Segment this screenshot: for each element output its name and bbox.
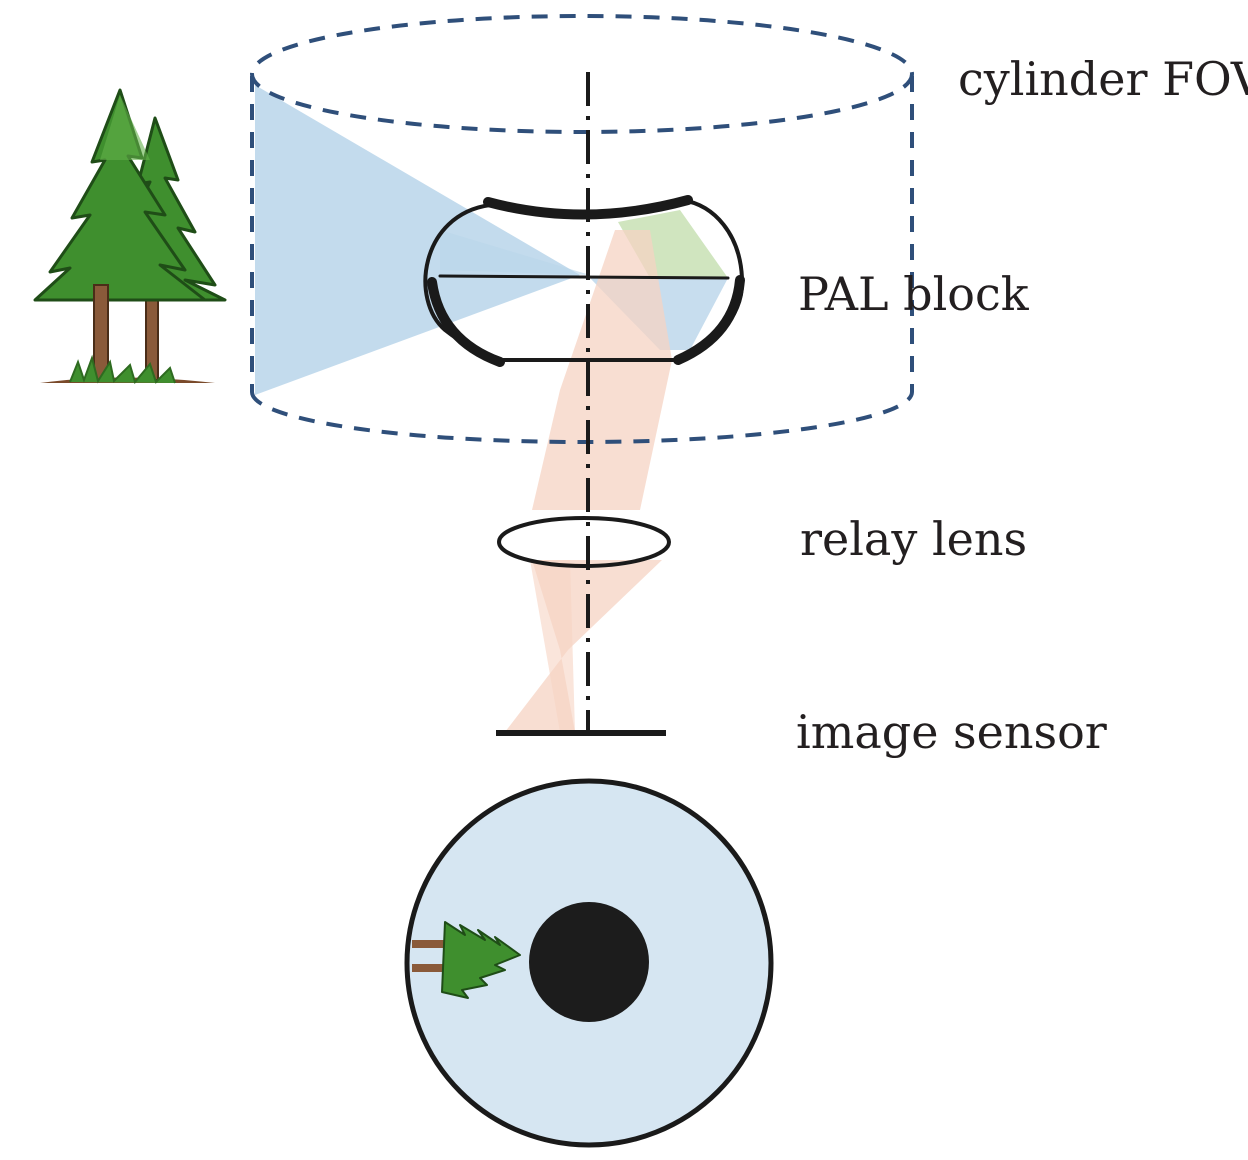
fov-light-cone-inner [440, 230, 590, 275]
pal-left-surface [427, 277, 505, 367]
relay-lens [497, 516, 671, 568]
cylinder-fov-label: cylinder FOV [958, 52, 1248, 106]
image-sensor-label: image sensor [796, 705, 1107, 759]
cylinder-fov [250, 14, 914, 444]
annular-image-blind-center [529, 902, 649, 1022]
relay-ray-cross [530, 560, 575, 732]
pal-block [423, 195, 745, 367]
annular-image [404, 778, 774, 1148]
relay-lens-label: relay lens [800, 512, 1027, 566]
light-rays [255, 85, 728, 732]
tree-icon [33, 88, 227, 385]
pal-right-surface [673, 275, 745, 365]
fov-light-cone [255, 85, 580, 395]
cylinder-bottom-arc [250, 391, 914, 444]
relay-ray-bundle-lower [505, 560, 662, 732]
pal-block-label: PAL block [798, 267, 1030, 321]
pal-inner-chord [438, 274, 730, 280]
pal-top-mirror [483, 195, 693, 220]
cylinder-top-ellipse [250, 14, 914, 134]
tree-image-icon [412, 921, 521, 999]
